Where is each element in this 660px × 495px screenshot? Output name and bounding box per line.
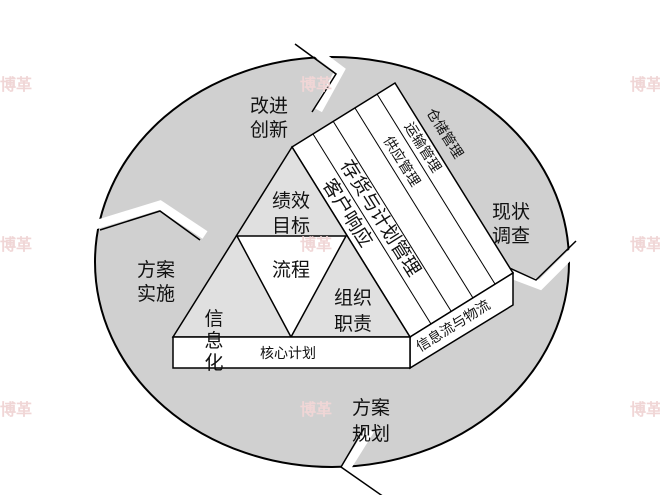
watermarks: 博革博革博革 博革博革博革 博革博革博革	[0, 75, 660, 419]
stage-plan: 方案规划	[352, 397, 390, 445]
svg-text:博革: 博革	[300, 235, 332, 254]
base-box	[172, 336, 411, 369]
svg-text:博革: 博革	[630, 75, 660, 94]
label-core-plan: 核心计划	[260, 346, 316, 362]
stage-implement: 方案实施	[137, 259, 175, 305]
svg-text:博革: 博革	[300, 400, 332, 419]
svg-text:博革: 博革	[0, 400, 32, 419]
center-triangle	[235, 235, 348, 339]
svg-text:博革: 博革	[0, 75, 32, 94]
svg-text:博革: 博革	[630, 400, 660, 419]
stage-survey: 现状调查	[492, 201, 530, 247]
svg-text:博革: 博革	[0, 235, 32, 254]
label-performance: 绩效目标	[272, 190, 310, 237]
label-process: 流程	[272, 259, 310, 281]
stage-improve: 改进创新	[250, 95, 288, 141]
cycle-arrow-edges	[99, 43, 577, 495]
label-organization: 组织职责	[334, 287, 372, 335]
svg-text:博革: 博革	[630, 235, 660, 254]
label-it: 信息 化	[204, 308, 224, 374]
svg-text:博革: 博革	[300, 75, 332, 94]
